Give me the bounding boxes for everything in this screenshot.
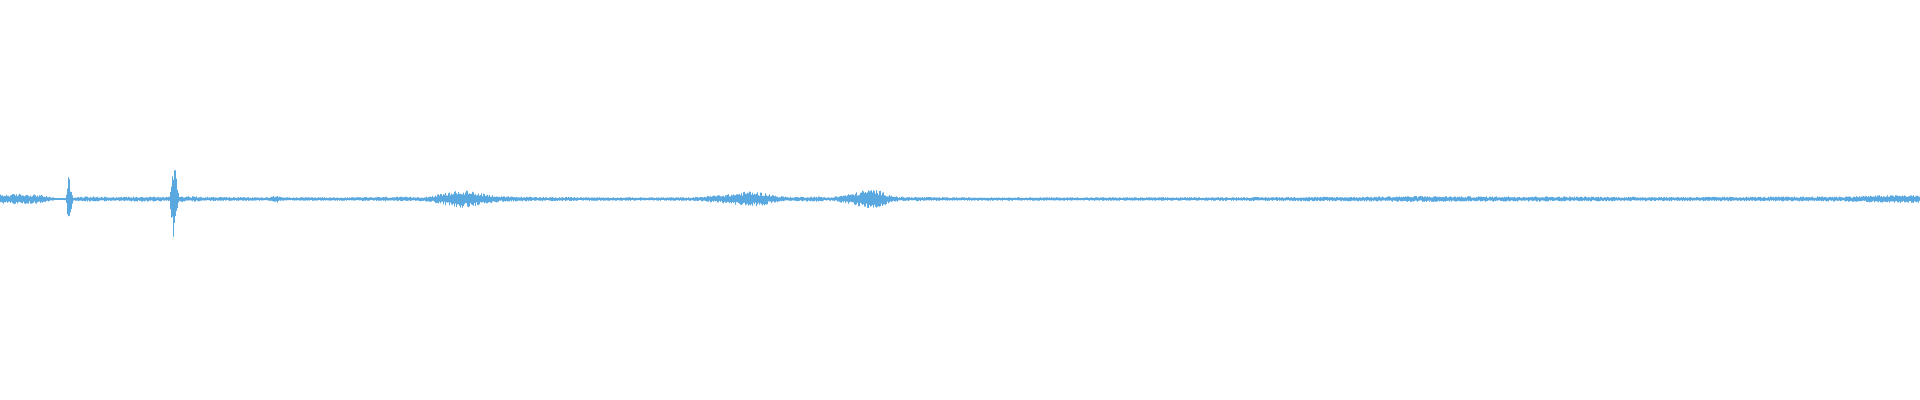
waveform-samples — [0, 170, 1920, 237]
waveform-trace — [0, 170, 1920, 237]
